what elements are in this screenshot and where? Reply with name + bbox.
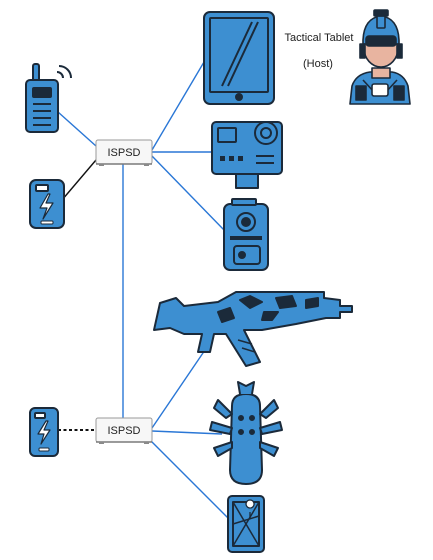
link-hub-top-tablet — [151, 61, 205, 151]
host-title: Tactical Tablet — [285, 32, 354, 44]
hub-bottom-label: ISPSD — [107, 425, 140, 437]
link-hub-bottom-rifle — [151, 349, 206, 429]
link-radio-hub-top — [57, 111, 97, 147]
link-battery-hub-top — [61, 159, 97, 201]
battery-phone-icon — [29, 179, 65, 229]
sensor-pod-icon — [209, 381, 283, 485]
battery-phone-icon — [29, 407, 59, 457]
link-hub-top-body-camera — [151, 155, 225, 231]
body-camera-icon — [223, 198, 269, 271]
hub-top-label: ISPSD — [107, 147, 140, 159]
hub-bottom: ISPSD — [95, 417, 153, 444]
link-hub-bottom-sensor — [151, 430, 223, 435]
radio-icon — [25, 63, 72, 133]
tablet-icon — [203, 11, 275, 105]
link-hub-bottom-gps — [149, 439, 233, 523]
gps-map-icon — [227, 495, 265, 553]
soldier-icon — [349, 9, 411, 105]
hub-top: ISPSD — [95, 139, 153, 166]
connection-lines — [57, 61, 233, 523]
action-camera-icon — [211, 121, 283, 189]
rifle-icon — [153, 291, 353, 367]
host-subtitle: (Host) — [303, 58, 333, 70]
